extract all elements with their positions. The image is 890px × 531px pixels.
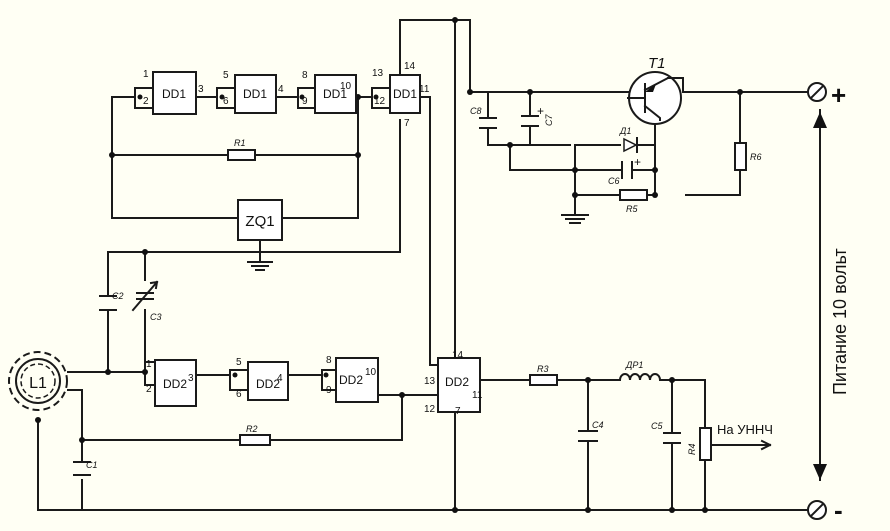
svg-text:5: 5 (236, 357, 242, 368)
svg-text:9: 9 (302, 96, 308, 107)
svg-text:DD2: DD2 (163, 377, 187, 391)
svg-text:L1: L1 (29, 375, 47, 392)
svg-text:C1: C1 (86, 460, 98, 470)
svg-text:DD1: DD1 (393, 87, 417, 101)
gate-dd2-a: DD2 1 2 3 (146, 359, 197, 407)
capacitor-c7: + C7 (521, 104, 554, 127)
svg-text:11: 11 (472, 390, 483, 401)
svg-text:11: 11 (419, 84, 430, 95)
gate-dd2-b: DD2 5 6 4 (236, 357, 289, 401)
svg-text:4: 4 (278, 84, 284, 95)
svg-text:ДР1: ДР1 (625, 360, 643, 370)
svg-text:14: 14 (452, 350, 464, 361)
resistor-r5: R5 (619, 189, 648, 214)
gate-dd1-b: DD1 5 6 4 (223, 70, 284, 114)
svg-text:C2: C2 (112, 291, 124, 301)
power-label: Питание 10 вольт (830, 248, 850, 395)
output-label: На УННЧ (717, 422, 773, 437)
svg-text:2: 2 (143, 96, 149, 107)
resistor-r6: R6 (734, 142, 762, 171)
capacitor-c5: C5 (651, 421, 681, 444)
gate-dd1-d: DD1 13 12 11 14 7 (372, 61, 430, 129)
svg-text:2: 2 (146, 384, 152, 395)
gate-dd1-c: DD1 8 9 10 (302, 70, 357, 114)
svg-text:7: 7 (404, 118, 410, 129)
svg-text:DD2: DD2 (339, 373, 363, 387)
capacitor-c4: C4 (578, 420, 604, 442)
svg-text:R5: R5 (626, 204, 638, 214)
svg-text:3: 3 (198, 84, 204, 95)
crystal-zq1: ZQ1 (237, 199, 283, 241)
capacitor-c8: C8 (470, 106, 497, 129)
antenna-coil-l1: L1 (8, 351, 68, 411)
svg-text:C4: C4 (592, 420, 604, 430)
svg-text:+: + (831, 80, 846, 110)
svg-text:R2: R2 (246, 424, 258, 434)
svg-text:10: 10 (340, 81, 352, 92)
svg-text:C6: C6 (608, 176, 620, 186)
svg-text:DD2: DD2 (256, 377, 280, 391)
svg-text:-: - (834, 495, 843, 525)
svg-text:R3: R3 (537, 364, 549, 374)
svg-text:DD1: DD1 (323, 87, 347, 101)
transistor-t1: T1 (627, 55, 684, 125)
svg-text:7: 7 (455, 406, 461, 417)
svg-text:Д1: Д1 (619, 126, 631, 136)
capacitor-c6: + C6 (608, 155, 641, 186)
svg-text:ZQ1: ZQ1 (245, 213, 274, 230)
svg-text:12: 12 (424, 404, 436, 415)
svg-text:6: 6 (223, 96, 229, 107)
svg-text:3: 3 (188, 373, 194, 384)
junctions (35, 17, 743, 513)
svg-text:C7: C7 (544, 114, 554, 126)
svg-text:R6: R6 (750, 152, 762, 162)
svg-text:13: 13 (372, 68, 384, 79)
inductor-dr1: ДР1 (618, 360, 662, 382)
svg-text:1: 1 (143, 69, 149, 80)
svg-text:13: 13 (424, 376, 436, 387)
svg-text:T1: T1 (648, 55, 666, 72)
svg-text:4: 4 (277, 373, 283, 384)
svg-text:10: 10 (365, 367, 377, 378)
power-arrow (813, 112, 827, 480)
svg-text:DD2: DD2 (445, 375, 469, 389)
svg-text:14: 14 (404, 61, 416, 72)
svg-text:+: + (537, 104, 544, 118)
capacitor-c2: C2 (99, 291, 124, 311)
svg-text:8: 8 (302, 70, 308, 81)
svg-text:6: 6 (236, 389, 242, 400)
svg-text:9: 9 (326, 385, 332, 396)
terminal-plus: + (807, 80, 846, 110)
svg-text:5: 5 (223, 70, 229, 81)
gate-dd2-d: DD2 13 12 11 14 7 (424, 350, 483, 417)
diode-d1: Д1 (619, 126, 638, 153)
svg-text:+: + (634, 155, 641, 169)
resistor-r2: R2 (239, 424, 271, 446)
svg-text:12: 12 (374, 96, 386, 107)
potentiometer-r4: R4 (687, 427, 772, 461)
svg-text:DD1: DD1 (243, 87, 267, 101)
capacitor-c3: C3 (131, 280, 162, 322)
svg-text:1: 1 (146, 359, 152, 370)
svg-text:8: 8 (326, 355, 332, 366)
gate-dd2-c: DD2 8 9 10 (326, 355, 379, 403)
svg-text:C3: C3 (150, 312, 162, 322)
resistor-r1: R1 (227, 138, 256, 161)
svg-text:R4: R4 (687, 443, 697, 455)
svg-text:DD1: DD1 (162, 87, 186, 101)
resistor-r3: R3 (529, 364, 558, 386)
svg-text:R1: R1 (234, 138, 246, 148)
terminal-minus: - (807, 495, 843, 525)
svg-text:C5: C5 (651, 421, 663, 431)
gate-dd1-a: DD1 1 2 3 (143, 69, 204, 115)
capacitor-c1: C1 (73, 460, 98, 476)
svg-text:C8: C8 (470, 106, 482, 116)
